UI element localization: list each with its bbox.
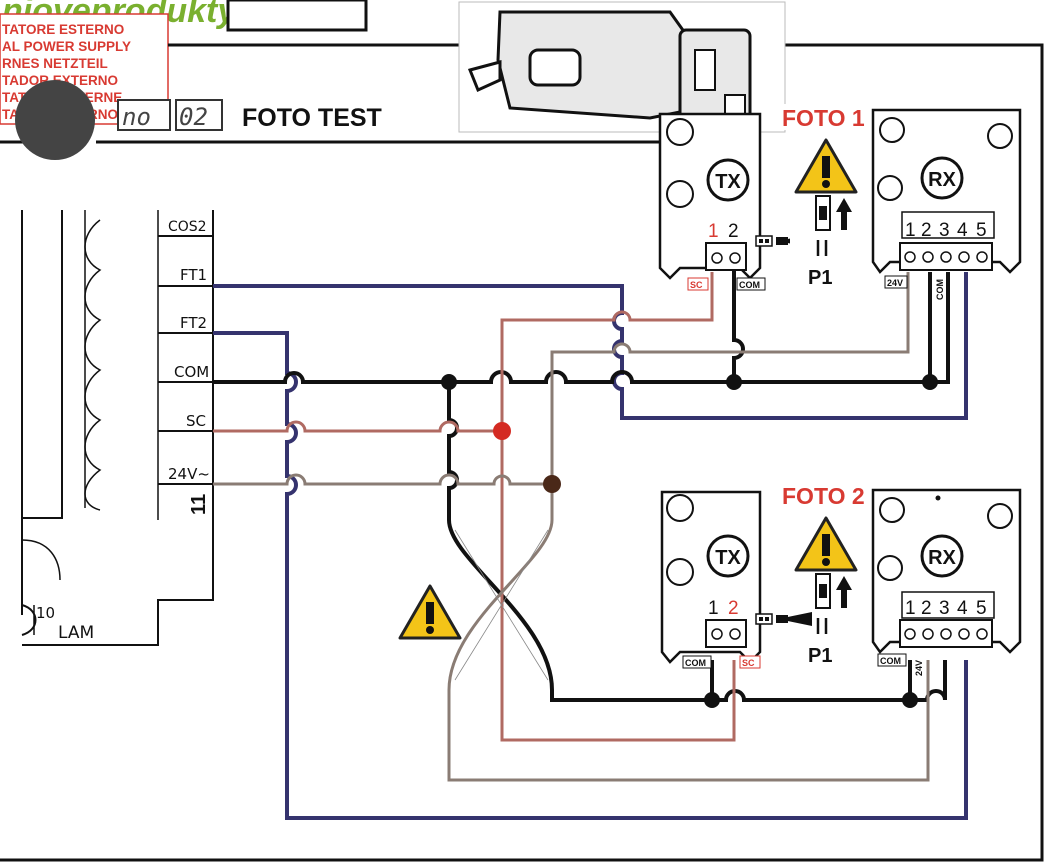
foto1-jumper-label: P1	[808, 267, 832, 289]
terminal-label-24v: 24V~	[168, 465, 210, 483]
foto1-tx-tag-sc: SC	[690, 280, 703, 290]
psu-label: RNES NETZTEIL	[2, 56, 108, 71]
foto1-title: FOTO 1	[782, 105, 865, 131]
arrow-up-icon	[836, 198, 852, 230]
foto2-rx-label: RX	[928, 547, 956, 569]
page-title: FOTO TEST	[242, 104, 382, 132]
jumper-icon	[755, 613, 773, 625]
lam-number: 10	[36, 604, 55, 622]
terminal-number: 11	[188, 494, 210, 515]
foto1-tx-pin1: 1	[708, 221, 719, 242]
electric-lock-icon	[458, 1, 786, 133]
foto1-rx-pin: 1	[905, 220, 916, 241]
foto1-rx-pin: 4	[957, 220, 968, 241]
foto2-rx-pin: 5	[976, 598, 987, 619]
sc-junction	[493, 422, 511, 440]
foto2-tx-pin1: 1	[708, 598, 719, 619]
arrow-up-icon	[836, 576, 852, 608]
foto1-rx-pin: 5	[976, 220, 987, 241]
terminal-label-cos2: COS2	[168, 219, 207, 235]
foto2-rx-pin: 1	[905, 598, 916, 619]
terminal-block: COS2 FT1 FT2 COM SC 24V~ 11 10 LAM	[36, 219, 213, 643]
foto2-rx-pin: 4	[957, 598, 968, 619]
jumper-icon	[755, 235, 773, 247]
psu-label: AL POWER SUPPLY	[2, 39, 131, 54]
wire-sc	[213, 272, 736, 742]
foto1-rx-tag-24v: 24V	[887, 278, 903, 288]
control-board	[21, 210, 214, 646]
foto1-rx-tag-com: COM	[935, 279, 945, 300]
foto2-jumper-label: P1	[808, 645, 832, 667]
terminal-label-com: COM	[174, 363, 209, 381]
foto2-tx-label: TX	[715, 547, 741, 569]
arrow-left-icon	[778, 612, 812, 626]
lam-label: LAM	[58, 623, 94, 643]
terminal-label-sc: SC	[186, 412, 206, 430]
warning-icon	[794, 516, 858, 572]
foto1-rx-pin: 3	[939, 220, 950, 241]
display-digits-b: 02	[179, 103, 208, 131]
foto1-rx-pin: 2	[921, 220, 932, 241]
display-panel: no 02 FOTO TEST	[15, 80, 382, 160]
warning-icon	[398, 584, 462, 640]
foto2-tx-tag-sc: SC	[742, 658, 755, 668]
foto2-rx-tag-24v: 24V	[914, 660, 924, 676]
wire-ft1	[213, 272, 968, 420]
foto2-rx-pin: 3	[939, 598, 950, 619]
wire-crossing-guides	[454, 529, 549, 681]
foto2-rx-tag-com: COM	[880, 656, 901, 666]
psu-label: TATORE ESTERNO	[2, 22, 124, 37]
foto1-tx-label: TX	[715, 171, 741, 193]
junction-dots	[441, 374, 938, 708]
foto1-group: TX 1 2 SC COM FOTO 1 P1 RX 1 2 3	[658, 104, 1022, 300]
foto2-title: FOTO 2	[782, 483, 865, 509]
terminal-label-ft2: FT2	[180, 314, 207, 332]
foto2-rx-pin: 2	[921, 598, 932, 619]
foto1-rx-label: RX	[928, 169, 956, 191]
24v-junction	[543, 475, 561, 493]
foto2-tx-pin2: 2	[728, 598, 739, 619]
transformer-coil-icon	[84, 219, 102, 511]
wire-24v	[213, 272, 930, 782]
terminal-label-ft1: FT1	[180, 266, 207, 284]
foto2-group: TX 1 2 COM SC FOTO 2 P1 RX 1 2 3	[660, 482, 1022, 676]
foto2-tx-tag-com: COM	[685, 658, 706, 668]
foto1-tx-pin2: 2	[728, 221, 739, 242]
display-digits-a: no	[122, 103, 151, 131]
foto1-tx-tag-com: COM	[739, 280, 760, 290]
wire-ft2	[213, 331, 968, 820]
